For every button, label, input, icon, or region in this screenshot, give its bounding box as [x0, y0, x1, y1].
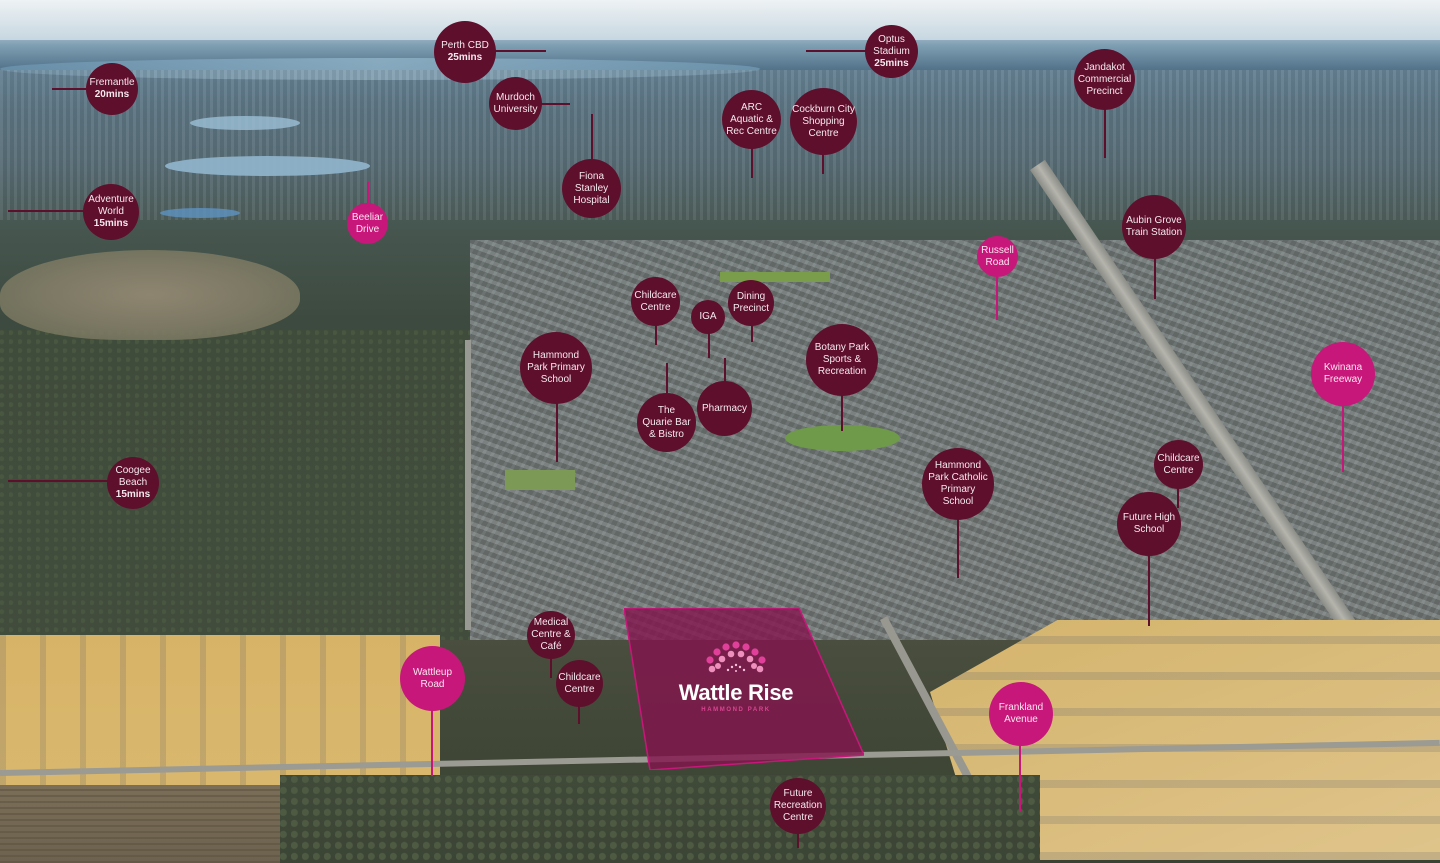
leader-line [996, 276, 998, 320]
marker-hammond-park-catholic[interactable]: Hammond Park Catholic Primary School [922, 448, 994, 520]
lake [165, 156, 370, 176]
marker-botany-park[interactable]: Botany Park Sports & Recreation [806, 324, 878, 396]
road [465, 340, 471, 630]
development-brand: Wattle Rise HAMMOND PARK [668, 640, 804, 713]
leader-line [1177, 486, 1179, 508]
suburb-area [470, 240, 1440, 640]
leader-line [540, 103, 570, 105]
marker-cockburn-city[interactable]: Cockburn City Shopping Centre [790, 88, 857, 155]
sky [0, 0, 1440, 40]
leader-line [494, 50, 546, 52]
marker-fiona-stanley-hospital[interactable]: Fiona Stanley Hospital [562, 159, 621, 218]
marker-arc-aquatic[interactable]: ARC Aquatic & Rec Centre [722, 90, 781, 149]
leader-line [724, 358, 726, 382]
marker-iga[interactable]: IGA [691, 300, 725, 334]
marker-childcare-centre-1[interactable]: Childcare Centre [631, 277, 680, 326]
marker-aubin-grove[interactable]: Aubin Grove Train Station [1122, 195, 1186, 259]
marker-medical-centre[interactable]: Medical Centre & Café [527, 611, 575, 659]
marker-pharmacy[interactable]: Pharmacy [697, 381, 752, 436]
marker-future-high-school[interactable]: Future High School [1117, 492, 1181, 556]
marker-frankland-avenue[interactable]: Frankland Avenue [989, 682, 1053, 746]
lake [190, 116, 300, 130]
park [505, 470, 575, 490]
leader-line [1019, 744, 1021, 812]
leader-line [8, 210, 84, 212]
leader-line [841, 393, 843, 431]
leader-line [666, 363, 668, 393]
leader-line [556, 400, 558, 462]
leader-line [8, 480, 108, 482]
marker-quarie-bar[interactable]: The Quarie Bar & Bistro [637, 393, 696, 452]
leader-line [1148, 554, 1150, 626]
leader-line [1154, 255, 1156, 299]
development-land-west [0, 635, 440, 785]
leader-line [708, 330, 710, 358]
marker-murdoch-university[interactable]: Murdoch University [489, 77, 542, 130]
leader-line [655, 323, 657, 345]
marker-wattleup-road[interactable]: Wattleup Road [400, 646, 465, 711]
bushland-south [280, 775, 1040, 863]
leader-line [797, 832, 799, 848]
wattle-flower-logo-icon [706, 641, 766, 673]
freeway [1030, 159, 1437, 751]
park [720, 272, 830, 282]
development-name: Wattle Rise [678, 680, 794, 705]
leader-line [751, 146, 753, 178]
leader-line [1342, 402, 1344, 472]
marker-dining-precinct[interactable]: Dining Precinct [728, 280, 774, 326]
leader-line [751, 322, 753, 342]
leader-line [591, 114, 593, 162]
leader-line [367, 182, 369, 204]
leader-line [52, 88, 86, 90]
leader-line [431, 708, 433, 776]
marker-childcare-centre-2[interactable]: Childcare Centre [1154, 440, 1203, 489]
marker-hammond-park-primary[interactable]: Hammond Park Primary School [520, 332, 592, 404]
marker-childcare-centre-3[interactable]: Childcare Centre [556, 660, 603, 707]
leader-line [822, 152, 824, 174]
marker-jandakot[interactable]: Jandakot Commercial Precinct [1074, 49, 1135, 110]
leader-line [550, 656, 552, 678]
marker-beeliar-drive[interactable]: Beeliar Drive [347, 203, 388, 244]
marker-kwinana-freeway[interactable]: Kwinana Freeway [1311, 342, 1375, 406]
leader-line [578, 706, 580, 724]
leader-line [806, 50, 866, 52]
lake [160, 208, 240, 218]
farmland [0, 785, 290, 863]
wetland [0, 250, 300, 340]
development-suburb: HAMMOND PARK [701, 707, 771, 713]
marker-russell-road[interactable]: Russell Road [977, 236, 1018, 277]
marker-future-recreation[interactable]: Future Recreation Centre [770, 778, 826, 834]
leader-line [1104, 106, 1106, 158]
bushland-west [0, 330, 480, 640]
leader-line [957, 516, 959, 578]
distant-suburbs [0, 70, 1440, 220]
